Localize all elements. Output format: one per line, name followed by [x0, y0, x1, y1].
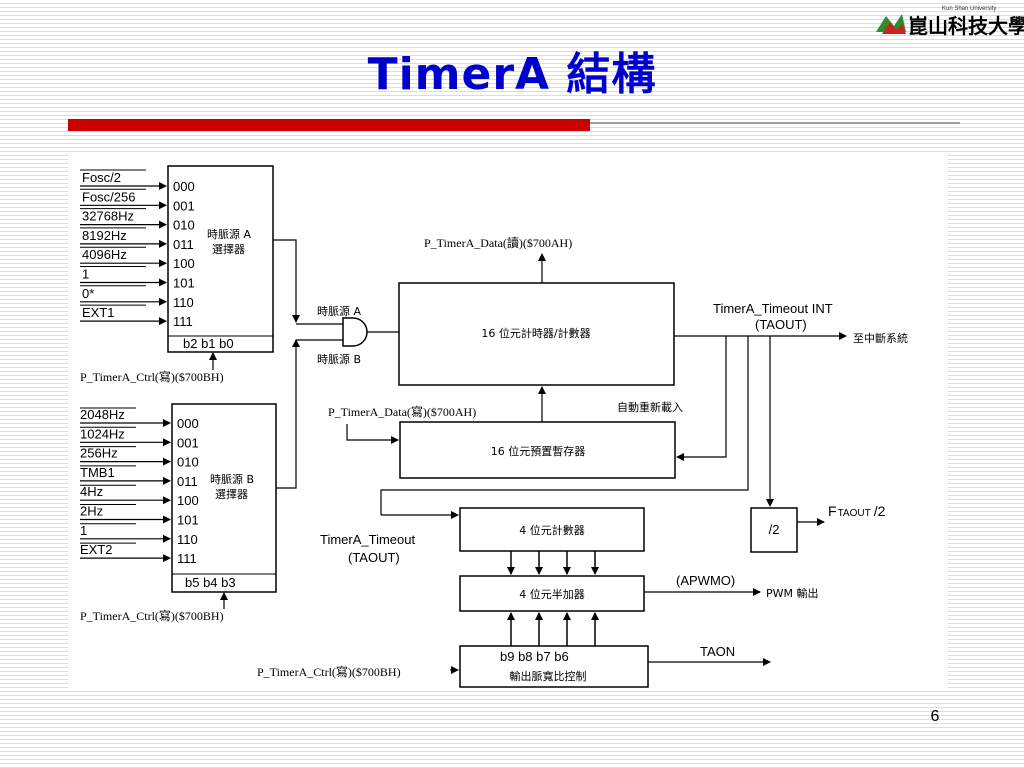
timeout-int-label: TimerA_Timeout INT — [713, 301, 833, 316]
selector-a-code-label: 101 — [173, 276, 195, 291]
university-logo: Kun Shan University 崑山科技大學 — [872, 4, 1024, 44]
half-adder-4bit-block — [459, 575, 645, 612]
selector-b-input-label: EXT2 — [80, 542, 113, 557]
selector-a-code-label: 010 — [173, 218, 195, 233]
selector-a-code-label: 100 — [173, 256, 195, 271]
selector-a-code-label: 001 — [173, 198, 195, 213]
selector-b-input-label: 256Hz — [80, 446, 118, 461]
clock-source-b-selector — [171, 403, 277, 593]
pwm-bits-label: b9 b8 b7 b6 — [500, 649, 569, 664]
pwm-output-label: PWM 輸出 — [766, 586, 819, 600]
selector-b-title: 時脈源 B — [210, 472, 254, 486]
clock-b-output-line — [276, 339, 300, 489]
timeout-taout-label: (TAOUT) — [755, 317, 807, 332]
selector-b-code-label: 101 — [177, 513, 199, 528]
selector-b-code-label: 110 — [177, 532, 198, 547]
selector-a-input-label: Fosc/2 — [82, 170, 121, 185]
data-write-label: P_TimerA_Data(寫)($700AH) — [328, 404, 476, 419]
to-interrupt-label: 至中斷系統 — [853, 331, 908, 345]
timerA-taout-label: (TAOUT) — [348, 550, 400, 565]
div2-block — [750, 507, 798, 553]
auto-reload-label: 自動重新載入 — [617, 400, 683, 414]
selector-b-code-label: 100 — [177, 493, 199, 508]
pwm-ctrl-reg-label: P_TimerA_Ctrl(寫)($700BH) — [257, 664, 401, 679]
selector-a-input-label: EXT1 — [82, 305, 115, 320]
selector-b-input-label: TMB1 — [80, 465, 115, 480]
selector-b-code-label: 000 — [177, 416, 199, 431]
selector-a-ctrl-label: P_TimerA_Ctrl(寫)($700BH) — [80, 369, 224, 384]
clock-source-a-selector — [167, 165, 274, 353]
preload-register-block — [399, 421, 676, 479]
logo-chinese-text: 崑山科技大學 — [908, 14, 1024, 38]
and-gate — [342, 317, 368, 347]
selector-b-input-label: 1 — [80, 523, 87, 538]
selector-a-code-label: 111 — [173, 314, 193, 329]
counter-4bit-label: 4 位元計數器 — [519, 523, 585, 537]
selector-a-code-label: 000 — [173, 179, 195, 194]
selector-b-code-label: 111 — [177, 551, 197, 566]
selector-b-input-label: 2Hz — [80, 504, 103, 519]
selector-b-input-label: 4Hz — [80, 484, 103, 499]
pwm-ratio-control-block — [459, 645, 649, 688]
counter-to-adder-bus — [507, 551, 599, 575]
pwm-to-adder-bus — [507, 612, 599, 646]
selector-a-input-label: 4096Hz — [82, 247, 127, 262]
selector-a-input-label: 8192Hz — [82, 228, 127, 243]
counter-16bit-label: 16 位元計時器/計數器 — [481, 326, 590, 340]
pwm-ratio-control-label: 輸出脈寬比控制 — [510, 669, 587, 683]
selector-a-subtitle: 選擇器 — [212, 242, 245, 256]
preload-register-label: 16 位元預置暫存器 — [491, 444, 586, 458]
selector-a-input-label: 0* — [82, 286, 94, 301]
counter-4bit-block — [459, 507, 645, 552]
counter-16bit-block — [398, 282, 675, 386]
selector-a-code-label: 011 — [173, 237, 194, 252]
timerA-timeout-label: TimerA_Timeout — [320, 532, 416, 547]
selector-a-bits: b2 b1 b0 — [183, 336, 234, 351]
title-divider-line — [590, 122, 960, 124]
taon-label: TAON — [700, 644, 735, 659]
logo-emblem-icon — [876, 14, 906, 34]
auto-reload-feedback-line — [676, 336, 727, 461]
selector-a-title: 時脈源 A — [207, 227, 251, 241]
selector-b-subtitle: 選擇器 — [215, 487, 248, 501]
title-accent-bar — [68, 119, 590, 131]
logo-english-text: Kun Shan University — [942, 6, 997, 12]
data-read-label: P_TimerA_Data(讀)($700AH) — [424, 236, 572, 250]
selector-a-input-label: 1 — [82, 267, 89, 282]
timeout-to-counter4-line — [380, 336, 749, 515]
selector-b-code-label: 001 — [177, 435, 199, 450]
div2-label: /2 — [769, 522, 780, 537]
selector-a-input-label: Fosc/256 — [82, 189, 135, 204]
slide-title: TimerA 結構 — [367, 49, 657, 100]
half-adder-4bit-label: 4 位元半加器 — [519, 587, 585, 601]
selector-a-input-label: 32768Hz — [82, 209, 134, 224]
data-write-arrow — [346, 424, 399, 444]
selector-b-bits: b5 b4 b3 — [185, 575, 236, 590]
apwmo-label: (APWMO) — [676, 573, 735, 588]
selector-b-code-label: 010 — [177, 455, 199, 470]
page-number: 6 — [930, 708, 940, 725]
selector-b-input-label: 2048Hz — [80, 407, 125, 422]
selector-b-ctrl-label: P_TimerA_Ctrl(寫)($700BH) — [80, 608, 224, 623]
selector-b-input-label: 1024Hz — [80, 426, 125, 441]
selector-b-code-label: 011 — [177, 474, 198, 489]
selector-a-code-label: 110 — [173, 295, 194, 310]
ftaout-label: FTAOUT/2 — [828, 503, 886, 519]
clock-a-label: 時脈源 A — [317, 304, 361, 318]
clock-b-label: 時脈源 B — [317, 352, 361, 366]
clock-a-output-line — [273, 239, 300, 323]
